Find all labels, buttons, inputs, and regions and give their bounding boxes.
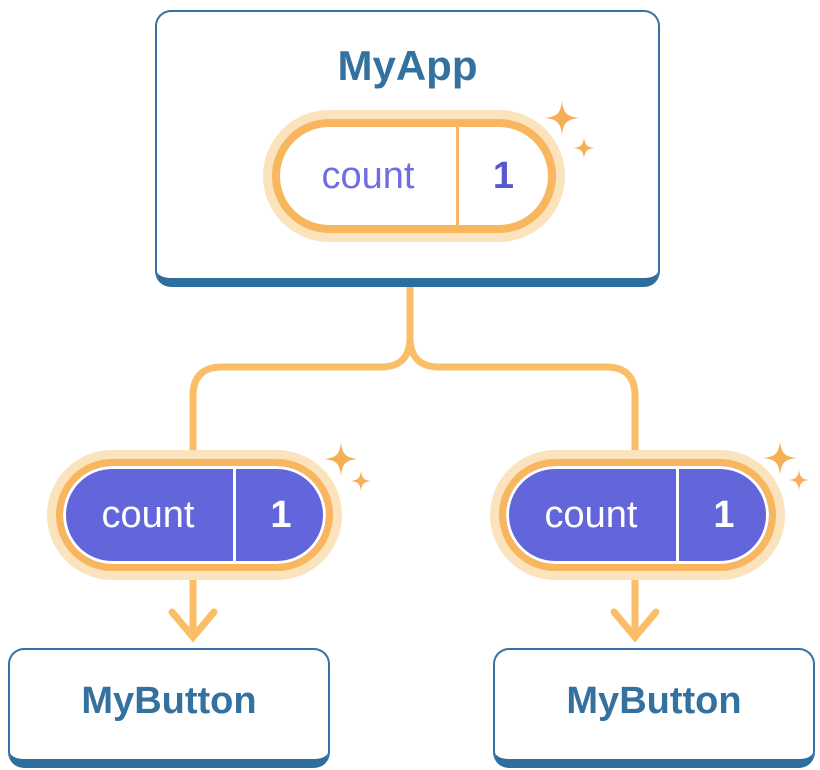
component-title: MyButton — [566, 680, 742, 722]
state-pill-body: count 1 — [56, 459, 333, 571]
component-title: MyApp — [337, 42, 478, 89]
state-pill-right: count 1 — [490, 450, 785, 580]
state-pill-body: count 1 — [272, 119, 556, 233]
component-card-mybutton-right: MyButton — [493, 648, 815, 768]
branch-right-line — [406, 268, 639, 472]
branch-left-line — [189, 268, 414, 472]
state-value: 1 — [233, 466, 326, 564]
state-value: 1 — [456, 127, 548, 225]
component-card-mybutton-left: MyButton — [8, 648, 330, 768]
state-name: count — [544, 493, 638, 536]
component-title: MyButton — [81, 680, 257, 722]
arrow-down-icon — [610, 608, 660, 643]
state-pill-root: count 1 — [263, 110, 565, 242]
arrow-down-icon — [168, 608, 218, 643]
state-value: 1 — [676, 466, 769, 564]
state-pill-body: count 1 — [499, 459, 776, 571]
state-name: count — [321, 154, 415, 197]
state-name: count — [101, 493, 195, 536]
state-pill-left: count 1 — [47, 450, 342, 580]
